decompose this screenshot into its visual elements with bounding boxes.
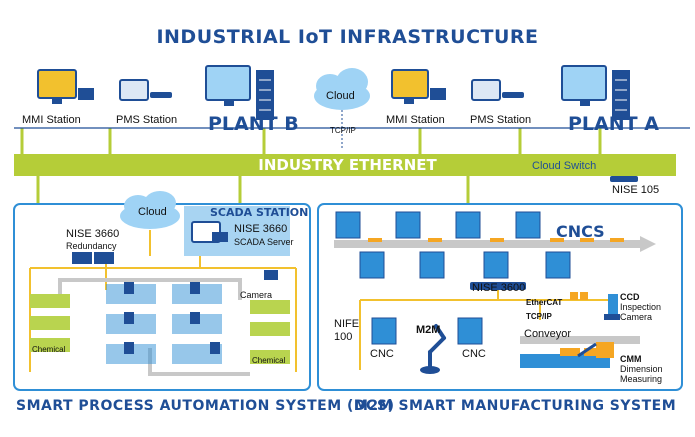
ccd-inspection-label: Inspection: [620, 302, 662, 312]
m2m-title: M2M SMART MANUFACTURING SYSTEM: [354, 398, 677, 414]
cnc-right-label: CNC: [462, 348, 486, 360]
cncs-label: CNCS: [556, 222, 605, 241]
nise-105-label: NISE 105: [612, 184, 660, 196]
plant-a-mmi-label: MMI Station: [386, 114, 445, 126]
scada-device-label: NISE 3660: [234, 223, 288, 235]
top-protocol-label: TCP/IP: [330, 126, 356, 135]
scada-role-label: SCADA Server: [234, 237, 294, 247]
m2m-tcpip-label: TCP/IP: [526, 312, 552, 321]
camera-label: Camera: [240, 290, 273, 300]
redundancy-device-label: NISE 3660: [66, 228, 120, 240]
ccd-label: CCD: [620, 292, 640, 302]
cloud-switch-label: Cloud Switch: [532, 160, 597, 172]
m2m-robot-label: M2M: [416, 324, 441, 336]
nise-3600-label: NISE 3600: [472, 282, 526, 294]
conveyor-label: Conveyor: [524, 328, 572, 340]
cmm-label: CMM: [620, 354, 642, 364]
chemical-left-label: Chemical: [32, 345, 66, 354]
plant-a-label: PLANT A: [568, 113, 659, 135]
dcs-cloud-label: Cloud: [138, 206, 167, 218]
plant-b-label: PLANT B: [208, 113, 299, 135]
redundancy-role-label: Redundancy: [66, 241, 117, 251]
dcs-title: SMART PROCESS AUTOMATION SYSTEM (DCS): [16, 398, 395, 414]
top-cloud-label: Cloud: [326, 90, 355, 102]
cmm-dimension-label: Dimension: [620, 364, 663, 374]
cmm-measuring-label: Measuring: [620, 374, 663, 384]
nife-label: NIFE: [334, 318, 360, 330]
plant-b-mmi-label: MMI Station: [22, 114, 81, 126]
plant-b-pms-label: PMS Station: [116, 114, 178, 126]
plant-a-pms-label: PMS Station: [470, 114, 532, 126]
chemical-right-label: Chemical: [252, 356, 286, 365]
nife-number-label: 100: [334, 331, 353, 343]
page-title: INDUSTRIAL IoT INFRASTRUCTURE: [156, 26, 539, 48]
ethercat-label: EtherCAT: [526, 298, 563, 307]
ccd-camera-label: Camera: [620, 312, 653, 322]
ethernet-label: INDUSTRY ETHERNET: [258, 156, 437, 174]
cnc-left-label: CNC: [370, 348, 394, 360]
scada-title: SCADA STATION: [210, 206, 309, 219]
